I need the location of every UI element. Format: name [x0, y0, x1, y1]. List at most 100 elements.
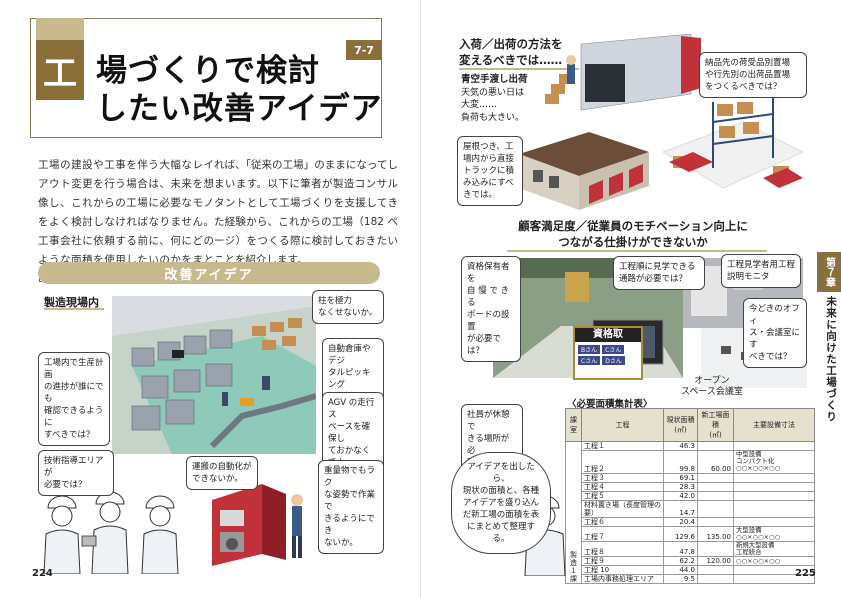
- table-cell: [697, 516, 734, 527]
- shipping-heading: 入荷／出荷の方法を 変えるべきでは……: [459, 36, 563, 68]
- table-cell: 69.1: [663, 472, 698, 483]
- table-cell: 9.5: [663, 574, 698, 585]
- left-page: 工 7-7 場づくりで検討 したい改善アイデア 工場の建設や工事を伴う大幅なレイ…: [0, 0, 420, 597]
- table-cell: ○○×○○×○○: [733, 556, 815, 567]
- factory-building-illustration: [519, 132, 649, 210]
- table-cell: [733, 499, 815, 518]
- table-cell: [733, 481, 815, 492]
- table-cell: 工程８: [581, 541, 664, 558]
- board-tag: Dさん: [602, 356, 625, 365]
- table-title: 〈必要面積集計表〉: [567, 399, 653, 410]
- callout-qualification: 資格保有者を 自 慢 で き る ボードの設置 が必要では？: [461, 256, 521, 362]
- callout-pillars: 柱を極力 なくせないか。: [312, 290, 384, 324]
- callout-tour: 工程順に見学できる 通路が必要では？: [613, 256, 705, 290]
- table-cell: [697, 499, 734, 518]
- page-number-right: 225: [795, 568, 816, 579]
- table-cell: 工程５: [581, 490, 664, 501]
- board-title: 資格取: [575, 328, 641, 342]
- table-cell: 129.6: [663, 525, 698, 543]
- table-cell: 工程９: [581, 556, 664, 567]
- board-tag: Bさん: [578, 345, 601, 354]
- table-cell: 20.4: [663, 516, 698, 527]
- table-cell: 46.3: [663, 441, 698, 451]
- table-cell: 120.00: [697, 556, 734, 567]
- table-row: 材料置き場（長度管理の要）14.7: [566, 499, 815, 518]
- col-header: 新工場面積 (㎡): [697, 408, 734, 442]
- kaizen-heading: 改善アイデア: [38, 262, 380, 284]
- title-line-2: したい改善アイデア: [96, 91, 383, 127]
- table-cell: 材料置き場（長度管理の要）: [581, 499, 664, 518]
- table-cell: 14.7: [663, 499, 698, 518]
- board-tag: Cさん: [602, 345, 625, 354]
- title-initial: 工: [36, 40, 84, 100]
- table-cell: 新規大型設備 工程統合: [733, 541, 815, 558]
- table-cell: 工程３: [581, 472, 664, 483]
- table-cell: [697, 481, 734, 492]
- table-cell: [697, 441, 734, 451]
- motivation-heading: 顧客満足度／従業員のモチベーション向上に つながる仕掛けができないか: [465, 218, 801, 250]
- site-label-underline: [44, 308, 104, 310]
- table-cell: 60.00: [697, 450, 734, 474]
- section-number: 7-7: [346, 40, 382, 60]
- motivation-heading-line-2: つながる仕掛けができないか: [558, 235, 708, 249]
- shipping-heading-underline: [459, 68, 579, 70]
- title-frame: [30, 18, 382, 138]
- callout-idea: アイデアを出したら、 現状の面積と、各種 アイデアを盛り込ん だ新工場の面積を表…: [451, 452, 551, 554]
- table-cell: 工場内事務処理エリア: [581, 574, 664, 585]
- chapter-tab: 第７章: [817, 252, 841, 292]
- table-cell: 135.00: [697, 525, 734, 543]
- table-cell: 工程４: [581, 481, 664, 492]
- col-header: 主要設備寸法: [733, 408, 815, 442]
- robot-arm-illustration: [212, 484, 303, 566]
- board-tag: Cさん: [578, 356, 601, 365]
- table-cell: [697, 565, 734, 576]
- shipping-heading-line-1: 入荷／出荷の方法を: [459, 37, 563, 51]
- page-title: 場づくりで検討 したい改善アイデア: [96, 52, 382, 128]
- table-cell: [697, 472, 734, 483]
- table-cell: [733, 441, 815, 451]
- chapter-title: 未来に向けた工場づくり: [825, 296, 837, 423]
- motivation-heading-line-1: 顧客満足度／従業員のモチベーション向上に: [518, 219, 748, 233]
- table-cell: 大型設備 ○○×○○×○○: [733, 525, 815, 543]
- col-header: 現状面積 (㎡): [663, 408, 698, 442]
- workers-illustration-left: [43, 491, 179, 574]
- title-corner-decoration: [36, 18, 84, 40]
- table-cell: 工程２: [581, 450, 664, 474]
- motivation-heading-underline: [507, 250, 767, 252]
- storage-rack-illustration: [661, 94, 805, 189]
- truck-loading-illustration: [545, 34, 701, 111]
- callout-storage: 納品先の荷受品別置場 や行先別の出荷品置場 をつくるべきでは？: [699, 52, 807, 98]
- factory-floor-illustration: [112, 296, 316, 454]
- right-page: 入荷／出荷の方法を 変えるべきでは…… 青空手渡し出荷 天気の悪い日は 大変………: [421, 0, 841, 597]
- intro-column-2: れば、「従来の工場」のままになってしまいます。以下に筆者が製造コンサルタントとし…: [214, 159, 398, 266]
- col-header: 課室: [565, 408, 582, 442]
- table-header-row: 課室 工程 現状面積 (㎡) 新工場面積 (㎡) 主要設備寸法: [565, 408, 815, 442]
- table-cell: 工程７: [581, 525, 664, 543]
- table-cell: [733, 472, 815, 483]
- table-cell: 47.8: [663, 541, 698, 558]
- table-cell: [733, 574, 815, 585]
- table-cell: [697, 490, 734, 501]
- table-cell: [733, 516, 815, 527]
- table-cell: 中型設備 コンパクト化 ○○×○○×○○: [733, 450, 815, 474]
- table-cell: 44.0: [663, 565, 698, 576]
- weather-title: 青空手渡し出荷: [461, 74, 528, 85]
- callout-heavy: 重量物でもラク な姿勢で作業で きるようにでき ないか。: [318, 460, 384, 554]
- table-cell: 工程１: [581, 441, 664, 451]
- callout-monitor: 工程見学者用工程 説明モニタ: [721, 254, 801, 288]
- table-cell: [697, 541, 734, 558]
- weather-note: 青空手渡し出荷 天気の悪い日は 大変…… 負荷も大きい。: [461, 74, 528, 124]
- callout-truck: 屋根つき、工 場内から直接 トラックに積 み込みにすべ きでは。: [457, 136, 523, 206]
- table-cell: [697, 574, 734, 585]
- table-cell: [733, 490, 815, 501]
- table-cell: 62.2: [663, 556, 698, 567]
